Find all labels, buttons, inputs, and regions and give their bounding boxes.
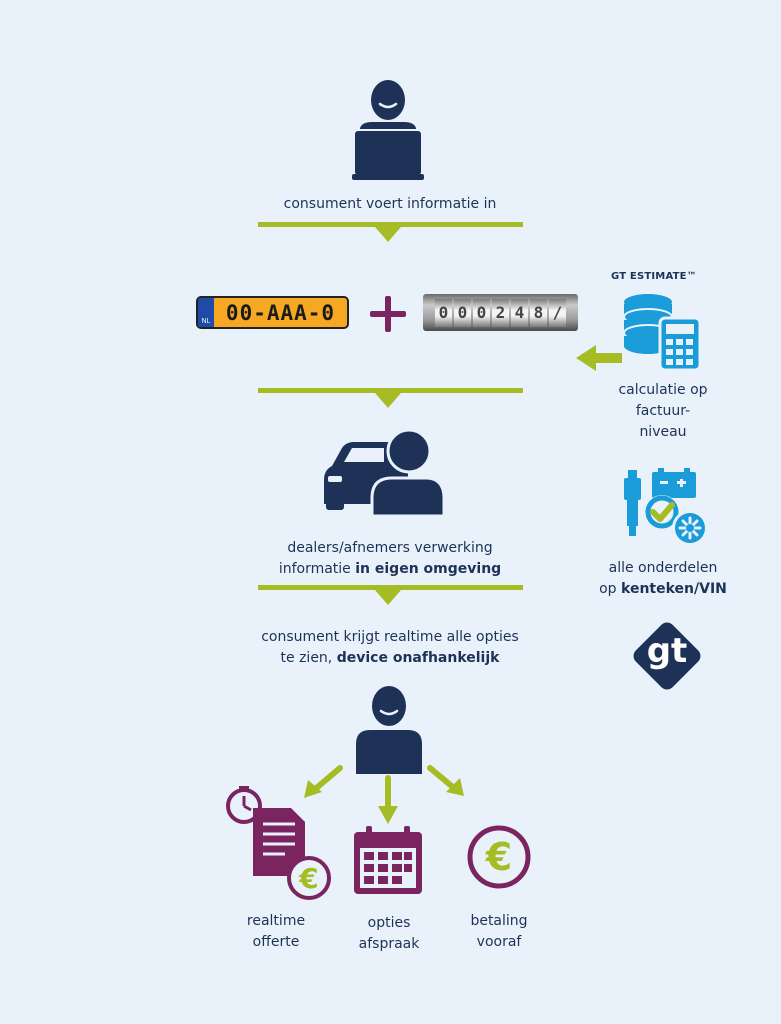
- left-arrow-icon: [576, 345, 622, 371]
- quote-stopwatch-icon: €: [226, 786, 331, 900]
- step2-line-2: informatie in eigen omgeving: [220, 559, 560, 580]
- outcome-quote-line-1: realtime: [246, 913, 306, 929]
- divider-3: [258, 585, 523, 590]
- car-dealer-icon: [324, 428, 446, 518]
- step2-label: dealers/afnemers verwerking informatie i…: [220, 538, 560, 580]
- step3-line-2-bold: device onafhankelijk: [336, 650, 500, 666]
- odometer-digit: 0: [454, 298, 471, 327]
- plate-number: 00-AAA-0: [225, 300, 336, 325]
- parts-line-2-plain: op: [599, 581, 622, 597]
- step2-line-1: dealers/afnemers verwerking: [287, 540, 493, 556]
- outcome-appointment-label: opties afspraak: [334, 913, 444, 955]
- outcome-quote-label: realtime offerte: [221, 911, 331, 953]
- outcome-appointment-line-1: opties: [367, 915, 411, 931]
- calc-line-2: factuur-: [635, 403, 691, 419]
- calendar-icon: [354, 826, 422, 894]
- odometer-digit: 0: [473, 298, 490, 327]
- gt-estimate-title: GT ESTIMATE™: [611, 271, 697, 282]
- odometer-digit: /: [549, 298, 566, 327]
- outcome-payment-line-1: betaling: [470, 913, 528, 929]
- step3-line-2-plain: te zien,: [280, 650, 337, 666]
- branch-arrows-icon: [304, 765, 464, 824]
- calc-line-1: calculatie op: [618, 382, 708, 398]
- license-plate: NL 00-AAA-0: [196, 296, 349, 329]
- outcome-payment-label: betaling vooraf: [444, 911, 554, 953]
- svg-text:€: €: [298, 862, 318, 895]
- plate-country: NL: [198, 298, 214, 327]
- parts-line-1: alle onderdelen: [608, 560, 718, 576]
- parts-line-2-bold: kenteken/VIN: [621, 581, 727, 597]
- gt-logo-text: gt: [646, 631, 688, 671]
- odometer-digit: 2: [492, 298, 509, 327]
- svg-text:€: €: [485, 835, 512, 879]
- parts-label: alle onderdelen op kenteken/VIN: [593, 558, 733, 600]
- down-arrow-2: [375, 393, 401, 408]
- gt-logo-diamond-icon: [633, 622, 701, 690]
- step2-line-2-plain: informatie: [278, 561, 356, 577]
- calc-line-3: niveau: [639, 424, 687, 440]
- odometer-digit: 4: [511, 298, 528, 327]
- odometer-digit: 8: [530, 298, 547, 327]
- outcome-appointment-line-2: afspraak: [358, 936, 420, 952]
- step2-line-2-bold: in eigen omgeving: [355, 561, 502, 577]
- down-arrow-1: [375, 227, 401, 242]
- outcome-payment-line-2: vooraf: [476, 934, 522, 950]
- outcome-quote-line-2: offerte: [252, 934, 300, 950]
- parts-line-2: op kenteken/VIN: [593, 579, 733, 600]
- step3-line-1: consument krijgt realtime alle opties: [261, 629, 519, 645]
- database-calculator-icon: [623, 294, 702, 372]
- odometer: 0 0 0 2 4 8 /: [423, 294, 578, 331]
- step3-line-2: te zien, device onafhankelijk: [210, 648, 570, 669]
- consumer-person-icon: [356, 686, 422, 774]
- step1-label: consument voert informatie in: [283, 196, 497, 212]
- calc-label: calculatie op factuur- niveau: [598, 380, 728, 443]
- divider-2: [258, 388, 523, 393]
- odometer-digit: 0: [435, 298, 452, 327]
- plus-icon: [370, 296, 406, 332]
- car-parts-icon: [624, 468, 708, 546]
- divider-1: [258, 222, 523, 227]
- gt-logo: gt: [628, 617, 706, 695]
- down-arrow-3: [375, 590, 401, 605]
- euro-coin-icon: €: [467, 825, 531, 889]
- person-laptop-icon: [352, 80, 424, 180]
- step3-label: consument krijgt realtime alle opties te…: [210, 627, 570, 669]
